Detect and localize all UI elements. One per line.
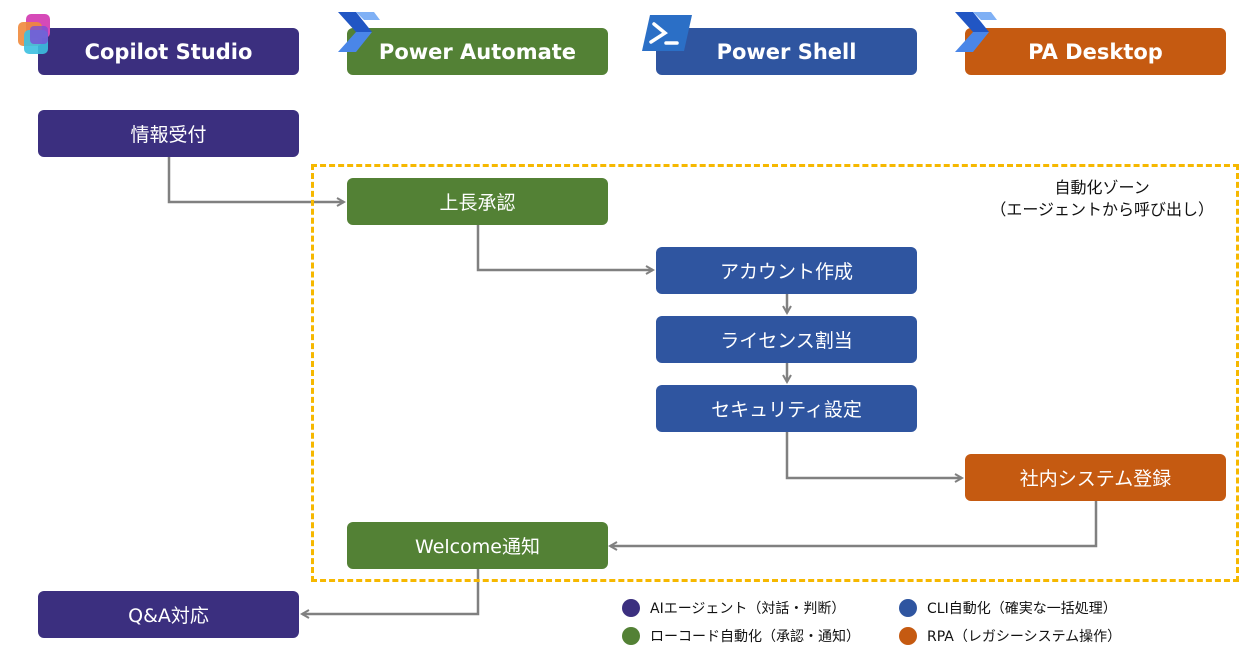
step-intake: 情報受付 xyxy=(38,110,299,157)
legend-cli-label: CLI自動化（確実な一括処理） xyxy=(927,601,1117,617)
step-internal-system: 社内システム登録 xyxy=(965,454,1226,501)
legend-rpa: RPA（レガシーシステム操作） xyxy=(899,626,1121,646)
legend-dot-rpa xyxy=(899,627,917,645)
step-qa-label: Q&A対応 xyxy=(128,605,209,627)
header-automate-label: Power Automate xyxy=(378,39,577,64)
zone-title: 自動化ゾーン xyxy=(1054,178,1150,197)
step-welcome-label: Welcome通知 xyxy=(415,536,540,558)
copilot-studio-icon xyxy=(18,14,50,54)
automation-zone: 自動化ゾーン （エージェントから呼び出し） xyxy=(311,164,1239,582)
step-intake-label: 情報受付 xyxy=(130,124,207,146)
step-qa-response: Q&A対応 xyxy=(38,591,299,638)
legend-dot-cli xyxy=(899,599,917,617)
step-account-creation: アカウント作成 xyxy=(656,247,917,294)
step-account-label: アカウント作成 xyxy=(719,261,853,283)
step-approval-label: 上長承認 xyxy=(439,192,516,214)
pa-desktop-icon xyxy=(955,12,997,52)
arrow-welcome-to-qa xyxy=(302,569,480,614)
header-power-shell: Power Shell xyxy=(656,28,917,75)
legend-rpa-label: RPA（レガシーシステム操作） xyxy=(927,629,1122,645)
header-copilot-studio: Copilot Studio xyxy=(38,28,299,75)
legend-ai-label: AIエージェント（対話・判断） xyxy=(650,601,846,617)
arrow-intake-to-approval xyxy=(167,157,344,202)
legend-cli: CLI自動化（確実な一括処理） xyxy=(899,598,1117,618)
header-desktop-label: PA Desktop xyxy=(1028,39,1163,64)
arrow-internal-to-welcome xyxy=(610,501,1098,546)
step-security-settings: セキュリティ設定 xyxy=(656,385,917,432)
legend-ai-agent: AIエージェント（対話・判断） xyxy=(622,598,845,618)
legend-lowcode: ローコード自動化（承認・通知） xyxy=(622,626,860,646)
step-internal-label: 社内システム登録 xyxy=(1019,468,1172,490)
step-license-label: ライセンス割当 xyxy=(720,330,853,352)
header-shell-label: Power Shell xyxy=(716,39,857,64)
legend-dot-ai xyxy=(622,599,640,617)
legend-lowcode-label: ローコード自動化（承認・通知） xyxy=(650,629,860,645)
automation-zone-label: 自動化ゾーン （エージェントから呼び出し） xyxy=(990,177,1214,221)
step-welcome-notice: Welcome通知 xyxy=(347,522,608,569)
arrow-approval-to-account xyxy=(476,225,653,270)
zone-subtitle: （エージェントから呼び出し） xyxy=(990,200,1214,219)
arrow-security-to-internal xyxy=(785,432,962,478)
powershell-icon xyxy=(642,15,692,51)
step-security-label: セキュリティ設定 xyxy=(711,399,862,421)
header-copilot-label: Copilot Studio xyxy=(84,39,253,64)
step-approval: 上長承認 xyxy=(347,178,608,225)
header-power-automate: Power Automate xyxy=(347,28,608,75)
power-automate-icon xyxy=(338,12,380,52)
step-license-assignment: ライセンス割当 xyxy=(656,316,917,363)
header-pa-desktop: PA Desktop xyxy=(965,28,1226,75)
legend-dot-lowcode xyxy=(622,627,640,645)
